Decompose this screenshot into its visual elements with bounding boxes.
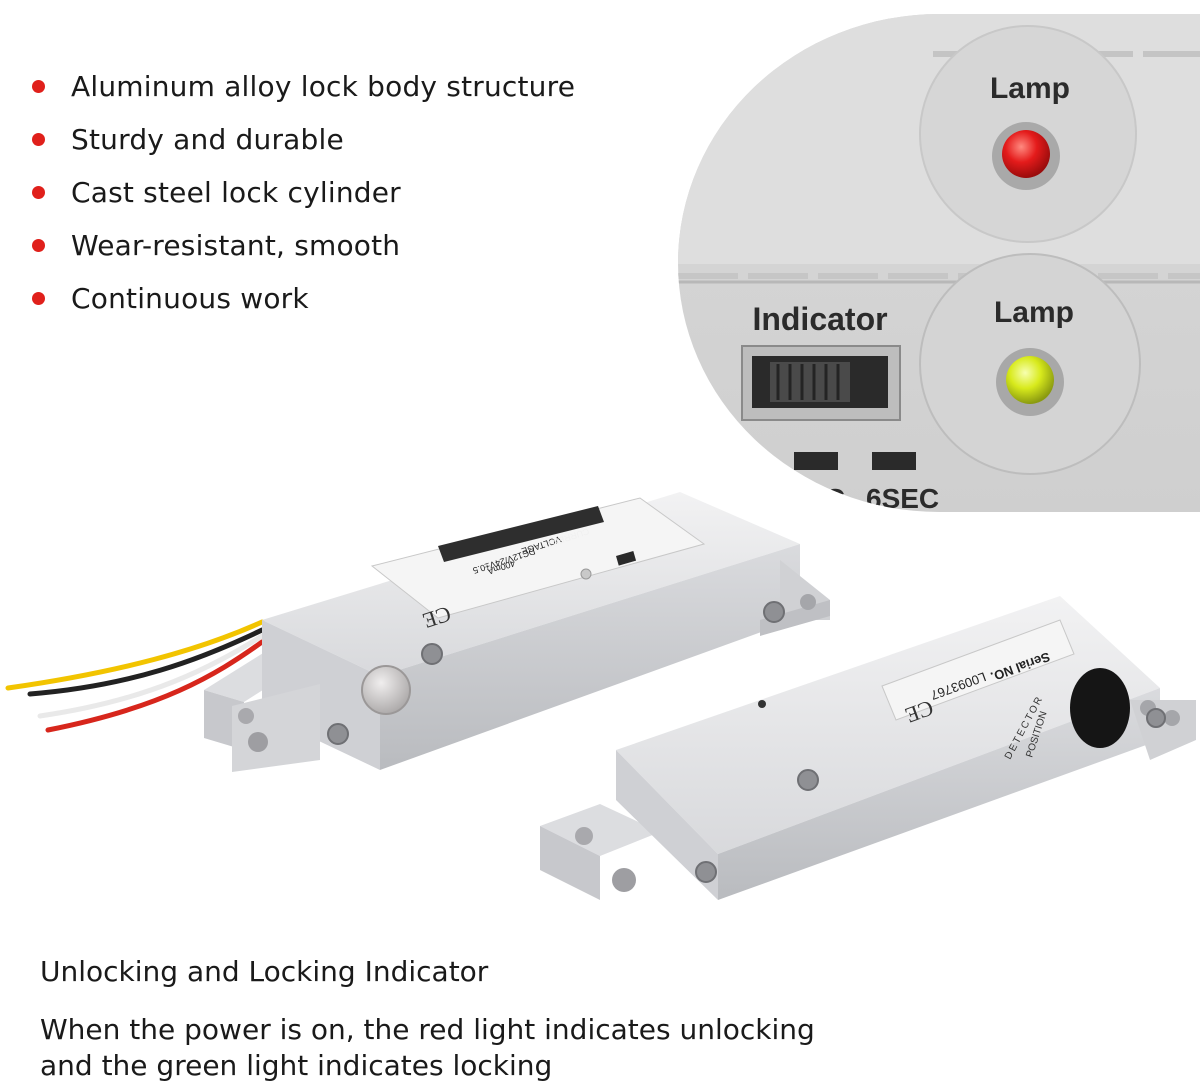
lock-wires xyxy=(5,619,265,733)
caption-title: Unlocking and Locking Indicator xyxy=(40,955,489,988)
mount-screw-icon xyxy=(1146,708,1166,728)
feature-text: Aluminum alloy lock body structure xyxy=(71,70,576,103)
bullet-icon xyxy=(32,80,45,93)
green-lamp-label: Lamp xyxy=(994,296,1074,329)
dip-marker-right xyxy=(872,452,916,470)
green-lamp-icon xyxy=(1006,356,1054,404)
mount-screw-icon xyxy=(763,601,785,623)
mount-screw-icon xyxy=(421,643,443,665)
mount-screw-icon xyxy=(327,723,349,745)
caption-line: When the power is on, the red light indi… xyxy=(40,1013,815,1046)
lock-body-left: VOLTAGE DC12V/24V±0.5 CURRENT 400mA CE xyxy=(204,492,830,772)
feature-item: Continuous work xyxy=(28,272,575,325)
feature-text: Cast steel lock cylinder xyxy=(71,176,401,209)
dip-marker-left xyxy=(794,452,838,470)
product-photo: VOLTAGE DC12V/24V±0.5 CURRENT 400mA CE xyxy=(0,480,1200,944)
feature-item: Wear-resistant, smooth xyxy=(28,219,575,272)
feature-text: Sturdy and durable xyxy=(71,123,344,156)
feature-item: Sturdy and durable xyxy=(28,113,575,166)
caption-line: and the green light indicates locking xyxy=(40,1049,553,1082)
detector-hole xyxy=(1070,668,1130,748)
lock-body-right: Serial NO. L0093767 CE DETECTOR POSITION xyxy=(540,596,1196,900)
manual-release-button xyxy=(361,665,411,715)
indicator-zoom-detail: Lamp Lamp Indicator EC 6SEC xyxy=(678,14,1200,512)
indicator-label: Indicator xyxy=(752,301,887,337)
feature-item: Aluminum alloy lock body structure xyxy=(28,60,575,113)
red-lamp-label: Lamp xyxy=(990,72,1070,105)
feature-item: Cast steel lock cylinder xyxy=(28,166,575,219)
red-lamp-icon xyxy=(1002,130,1050,178)
feature-text: Wear-resistant, smooth xyxy=(71,229,401,262)
caption-body: When the power is on, the red light indi… xyxy=(40,1012,815,1084)
bullet-icon xyxy=(32,186,45,199)
bullet-icon xyxy=(32,292,45,305)
bullet-icon xyxy=(32,239,45,252)
bullet-icon xyxy=(32,133,45,146)
feature-list: Aluminum alloy lock body structure Sturd… xyxy=(28,60,575,325)
feature-text: Continuous work xyxy=(71,282,309,315)
mount-screw-icon xyxy=(797,769,819,791)
mount-screw-icon xyxy=(695,861,717,883)
